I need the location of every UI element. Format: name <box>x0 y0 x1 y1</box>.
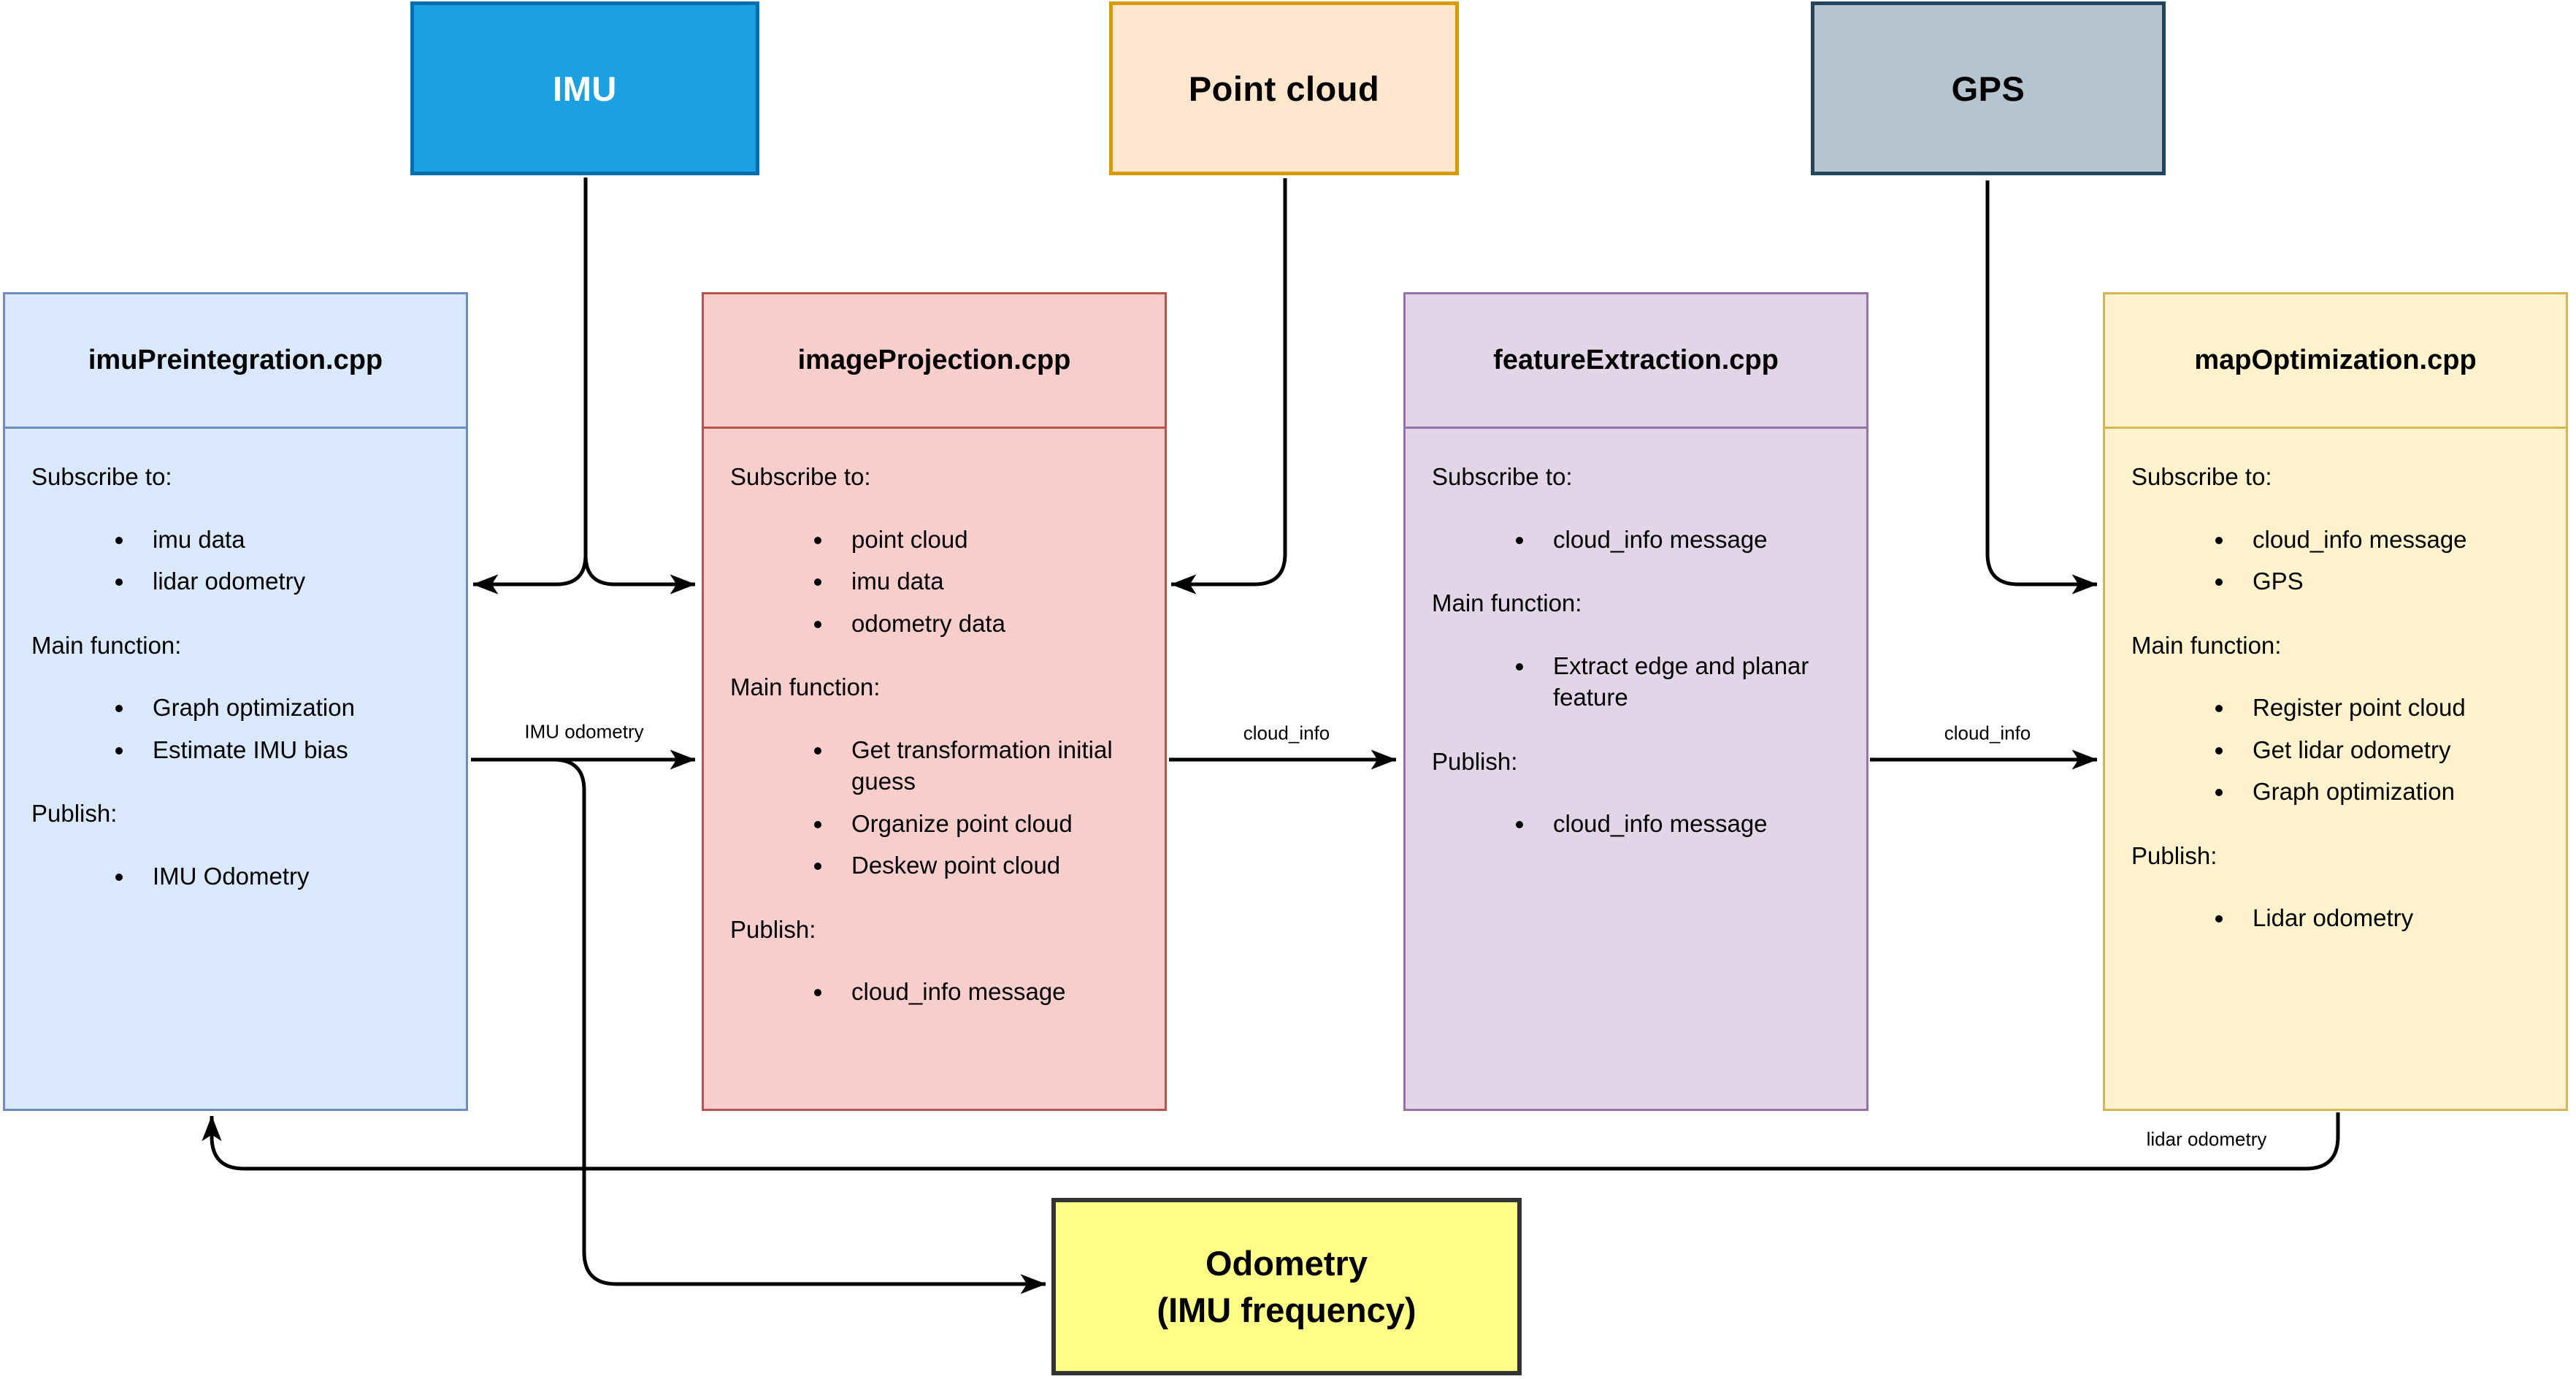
section-item-list: cloud_info message <box>1427 524 1856 556</box>
section-item-list: Extract edge and planar feature <box>1427 650 1856 714</box>
node-body: Subscribe to: cloud_info messageGPS Main f… <box>2105 429 2566 934</box>
node-title: mapOptimization.cpp <box>2105 294 2566 429</box>
section-item-list: cloud_info messageGPS <box>2127 524 2556 597</box>
section-item: imu data <box>135 524 456 556</box>
edge-label-cloud-info-1: cloud_info <box>1237 721 1336 746</box>
section-item: Organize point cloud <box>834 808 1154 840</box>
edge-imu-to-projection <box>583 554 696 595</box>
section-label: Subscribe to: <box>730 463 871 490</box>
section-item: lidar odometry <box>135 565 456 597</box>
edge-lidar-odometry-feedback <box>202 1112 2340 1171</box>
section-item-list: Register point cloudGet lidar odometryGr… <box>2127 692 2556 808</box>
section-label: Main function: <box>730 673 881 701</box>
node-point-cloud-label: Point cloud <box>1188 69 1380 108</box>
section-item-list: Graph optimizationEstimate IMU bias <box>27 692 456 765</box>
section-item-list: imu data lidar odometry <box>27 524 456 597</box>
node-title: imuPreintegration.cpp <box>5 294 466 429</box>
node-body: Subscribe to: imu data lidar odometryMain … <box>5 429 466 892</box>
section-item: Estimate IMU bias <box>135 734 456 766</box>
node-odometry-output-label: Odometry (IMU frequency) <box>1157 1244 1417 1329</box>
edge-pointcloud-to-projection <box>1170 178 1287 595</box>
section-item-list: cloud_info message <box>726 976 1154 1008</box>
section-item: GPS <box>2235 565 2556 597</box>
node-body: Subscribe to: point cloud imu data odometry… <box>704 429 1165 1008</box>
section-item-list: cloud_info message <box>1427 808 1856 840</box>
section-item: odometry data <box>834 608 1154 640</box>
node-imu[interactable]: IMU <box>410 1 759 175</box>
node-image-projection[interactable]: imageProjection.cpp Subscribe to: point c… <box>702 292 1167 1111</box>
node-title-text: mapOptimization.cpp <box>2194 345 2477 375</box>
section-item: point cloud <box>834 524 1154 556</box>
section-label: Subscribe to: <box>2131 463 2272 490</box>
node-gps-label: GPS <box>1951 69 2025 108</box>
section-label: Main function: <box>31 631 182 659</box>
section-item: Register point cloud <box>2235 692 2556 724</box>
node-odometry-output[interactable]: Odometry (IMU frequency) <box>1051 1198 1522 1375</box>
node-map-optimization[interactable]: mapOptimization.cpp Subscribe to: cloud_i… <box>2103 292 2568 1111</box>
edge-label-lidar-odometry: lidar odometry <box>2140 1127 2273 1152</box>
section-item: Graph optimization <box>2235 776 2556 808</box>
section-item: Get transformation initial guess <box>834 734 1154 798</box>
node-point-cloud[interactable]: Point cloud <box>1109 1 1459 175</box>
section-label: Publish: <box>1432 747 1518 775</box>
section-item: cloud_info message <box>834 976 1154 1008</box>
section-item: Lidar odometry <box>2235 902 2556 934</box>
section-item: Graph optimization <box>135 692 456 724</box>
section-item: cloud_info message <box>1536 524 1856 556</box>
node-title-text: imuPreintegration.cpp <box>88 345 383 375</box>
section-label: Main function: <box>1432 589 1582 617</box>
node-title-text: imageProjection.cpp <box>797 345 1071 375</box>
section-item-list: Lidar odometry <box>2127 902 2556 934</box>
node-title: imageProjection.cpp <box>704 294 1165 429</box>
edge-gps-to-mapoptimization <box>1985 180 2098 595</box>
section-label: Publish: <box>730 915 816 943</box>
section-item: cloud_info message <box>2235 524 2556 556</box>
section-item-list: IMU Odometry <box>27 860 456 893</box>
section-label: Publish: <box>2131 841 2217 869</box>
section-item: Get lidar odometry <box>2235 734 2556 766</box>
section-label: Publish: <box>31 800 118 828</box>
section-item: Extract edge and planar feature <box>1536 650 1856 714</box>
section-item: Deskew point cloud <box>834 849 1154 882</box>
node-imu-preintegration[interactable]: imuPreintegration.cpp Subscribe to: imu d… <box>3 292 468 1111</box>
section-label: Main function: <box>2131 631 2282 659</box>
node-imu-label: IMU <box>553 69 617 108</box>
edge-label-cloud-info-2: cloud_info <box>1938 721 2037 746</box>
section-label: Subscribe to: <box>31 463 172 490</box>
section-label: Subscribe to: <box>1432 463 1573 490</box>
node-title: featureExtraction.cpp <box>1406 294 1866 429</box>
section-item: cloud_info message <box>1536 808 1856 840</box>
node-title-text: featureExtraction.cpp <box>1493 345 1779 375</box>
section-item: IMU Odometry <box>135 860 456 893</box>
section-item-list: point cloud imu data odometry data <box>726 524 1154 640</box>
section-item: imu data <box>834 565 1154 597</box>
edge-imu-to-preintegration <box>472 554 588 595</box>
section-item-list: Get transformation initial guessOrganize… <box>726 734 1154 882</box>
node-feature-extraction[interactable]: featureExtraction.cpp Subscribe to: cloud… <box>1403 292 1868 1111</box>
edge-label-imu-odometry: IMU odometry <box>518 719 650 744</box>
node-gps[interactable]: GPS <box>1811 1 2166 175</box>
